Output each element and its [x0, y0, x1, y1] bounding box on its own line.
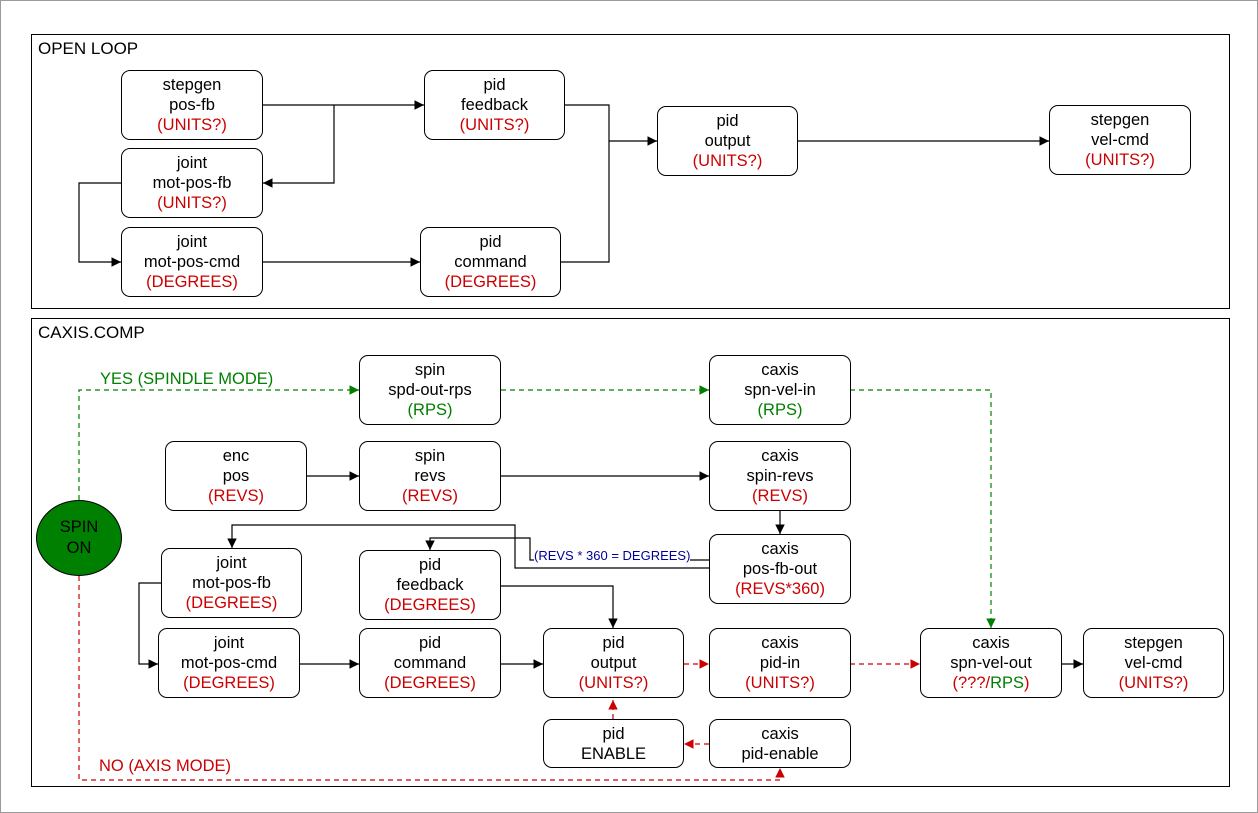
- wire-pid-feedback-to-output: [565, 104, 657, 146]
- wire-spn-vel-in-to-spn-vel-out: [850, 389, 996, 628]
- cx-joint-mot-pos-cmd-node: joint mot-pos-cmd (DEGREES): [158, 628, 300, 698]
- ol-joint-mot-pos-fb-node: joint mot-pos-fb (UNITS?): [121, 148, 263, 218]
- cx-pid-output-node: pid output (UNITS?): [543, 628, 684, 698]
- wire-joint-posfb-to-joint-poscmd: [78, 182, 121, 267]
- ol-stepgen-pos-fb-node: stepgen pos-fb (UNITS?): [121, 70, 263, 140]
- cx-stepgen-vel-cmd-node: stepgen vel-cmd (UNITS?): [1083, 628, 1224, 698]
- open-loop-title: OPEN LOOP: [38, 39, 139, 58]
- ol-pid-command-node: pid command (DEGREES): [420, 227, 561, 297]
- cx-caxis-spn-vel-in-node: caxis spn-vel-in (RPS): [709, 355, 851, 425]
- cx-caxis-spin-revs-node: caxis spin-revs (REVS): [709, 441, 851, 511]
- caxis-comp-title: CAXIS.COMP: [38, 323, 145, 342]
- cx-pid-enable-node: pid ENABLE: [543, 719, 684, 768]
- cx-caxis-pos-fb-out-node: caxis pos-fb-out (REVS*360): [709, 534, 851, 604]
- ol-joint-mot-pos-cmd-node: joint mot-pos-cmd (DEGREES): [121, 227, 263, 297]
- cx-spin-revs-node: spin revs (REVS): [359, 441, 501, 511]
- wire-joint-posfb-to-joint-poscmd-c: [138, 582, 161, 669]
- cx-pid-feedback-node: pid feedback (DEGREES): [359, 550, 501, 620]
- revs-to-degrees-label: (REVS * 360 = DEGREES): [534, 548, 691, 563]
- wire-no-to-pid-enable: [78, 576, 785, 781]
- no-axis-mode-label: NO (AXIS MODE): [99, 757, 232, 775]
- wire-yes-to-spin-spd: [78, 385, 359, 500]
- ol-pid-output-node: pid output (UNITS?): [657, 106, 798, 176]
- cx-caxis-pid-in-node: caxis pid-in (UNITS?): [709, 628, 851, 698]
- wire-pid-command-to-output: [561, 141, 610, 263]
- cx-caxis-spn-vel-out-node: caxis spn-vel-out (???/RPS): [920, 628, 1062, 698]
- cx-caxis-pid-enable-node: caxis pid-enable: [709, 719, 851, 768]
- wire-stepgen-posfb-to-joint-posfb: [263, 105, 335, 188]
- spin-on-decision: SPIN ON: [36, 500, 122, 576]
- cx-spin-spd-out-rps-node: spin spd-out-rps (RPS): [359, 355, 501, 425]
- wire-pid-feedback-to-output-c: [501, 585, 618, 628]
- cx-enc-pos-node: enc pos (REVS): [165, 441, 307, 511]
- cx-joint-mot-pos-fb-node: joint mot-pos-fb (DEGREES): [161, 548, 302, 618]
- ol-pid-feedback-node: pid feedback (UNITS?): [424, 70, 565, 140]
- ol-stepgen-vel-cmd-node: stepgen vel-cmd (UNITS?): [1049, 105, 1191, 175]
- wire-pos-fb-out-to-joint-posfb: [227, 524, 709, 569]
- cx-pid-command-node: pid command (DEGREES): [359, 628, 501, 698]
- yes-spindle-mode-label: YES (SPINDLE MODE): [100, 370, 274, 388]
